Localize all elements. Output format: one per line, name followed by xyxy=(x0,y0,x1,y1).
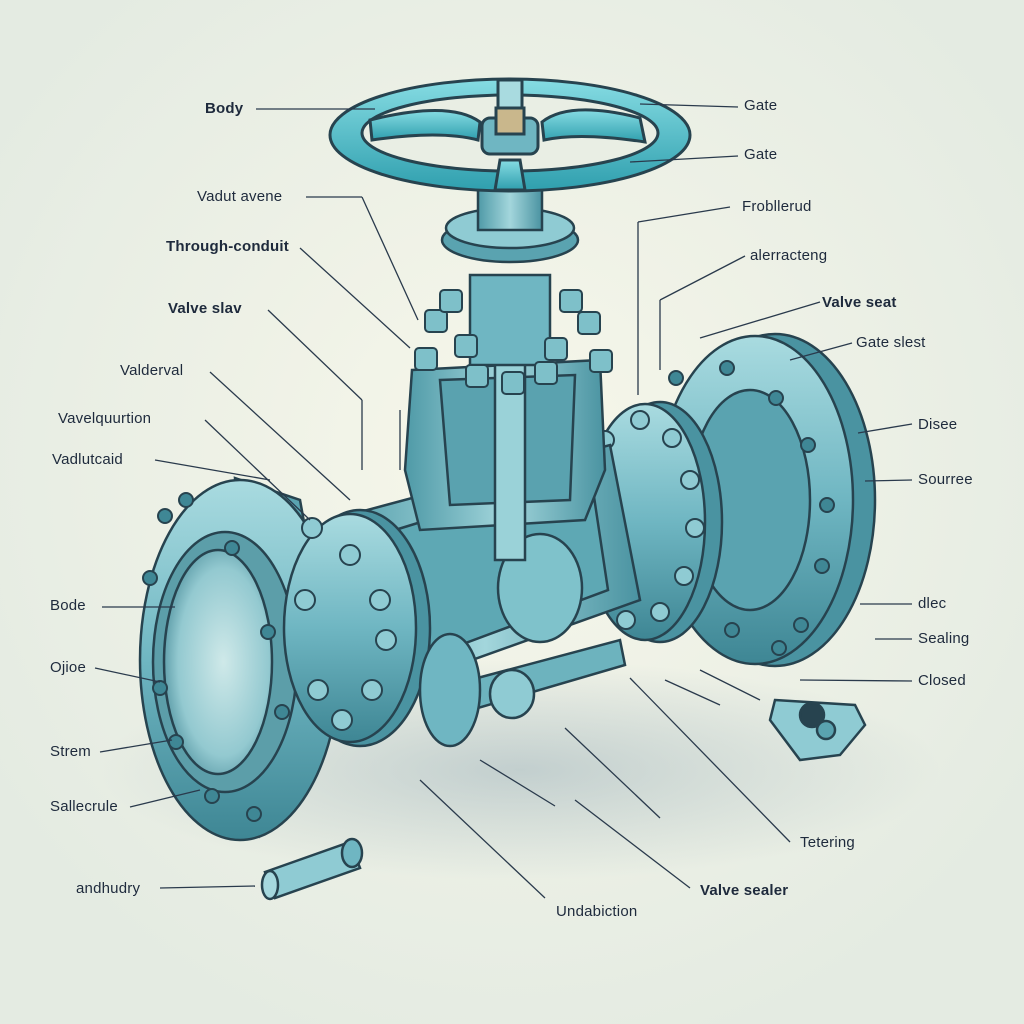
label-disee: Disee xyxy=(918,416,958,433)
label-alerracteng: alerracteng xyxy=(750,247,828,264)
label-sourree: Sourree xyxy=(918,471,973,488)
handwheel xyxy=(328,77,692,193)
label-sealing: Sealing xyxy=(918,630,970,647)
label-body: Body xyxy=(205,100,244,117)
label-bode: Bode xyxy=(50,597,86,614)
label-andhudry: andhudry xyxy=(76,880,141,897)
left-inner-flange xyxy=(282,508,482,748)
label-gate-slest: Gate slest xyxy=(856,334,926,351)
leader-lines xyxy=(94,103,913,899)
label-vadut-avene: Vadut avene xyxy=(197,188,283,205)
label-valderval: Valderval xyxy=(120,362,184,379)
label-gate-2: Gate xyxy=(744,146,778,163)
label-gate-1: Gate xyxy=(744,97,778,114)
label-closed: Closed xyxy=(918,672,966,689)
label-frobllerud: Frobllerud xyxy=(742,198,812,215)
bonnet-yoke xyxy=(403,138,613,562)
label-through-conduit: Through-conduit xyxy=(166,238,289,255)
label-valve-sealer: Valve sealer xyxy=(700,882,789,899)
label-valve-seat: Valve seat xyxy=(822,294,897,311)
label-tetering: Tetering xyxy=(800,834,855,851)
label-valve-slav: Valve slav xyxy=(168,300,242,317)
label-vadlutcaid: Vadlutcaid xyxy=(52,451,123,468)
left-flange xyxy=(138,476,342,842)
label-undabiction: Undabiction xyxy=(556,903,638,920)
label-strem: Strem xyxy=(50,743,92,760)
label-sallecrule: Sallecrule xyxy=(50,798,118,815)
label-vavelquurtion: Vavelquurtion xyxy=(58,410,152,427)
loose-pin-part xyxy=(260,837,364,901)
label-ojioe: Ojioe xyxy=(50,659,87,676)
label-dlec: dlec xyxy=(918,595,947,612)
loose-fitting-part xyxy=(768,698,867,762)
